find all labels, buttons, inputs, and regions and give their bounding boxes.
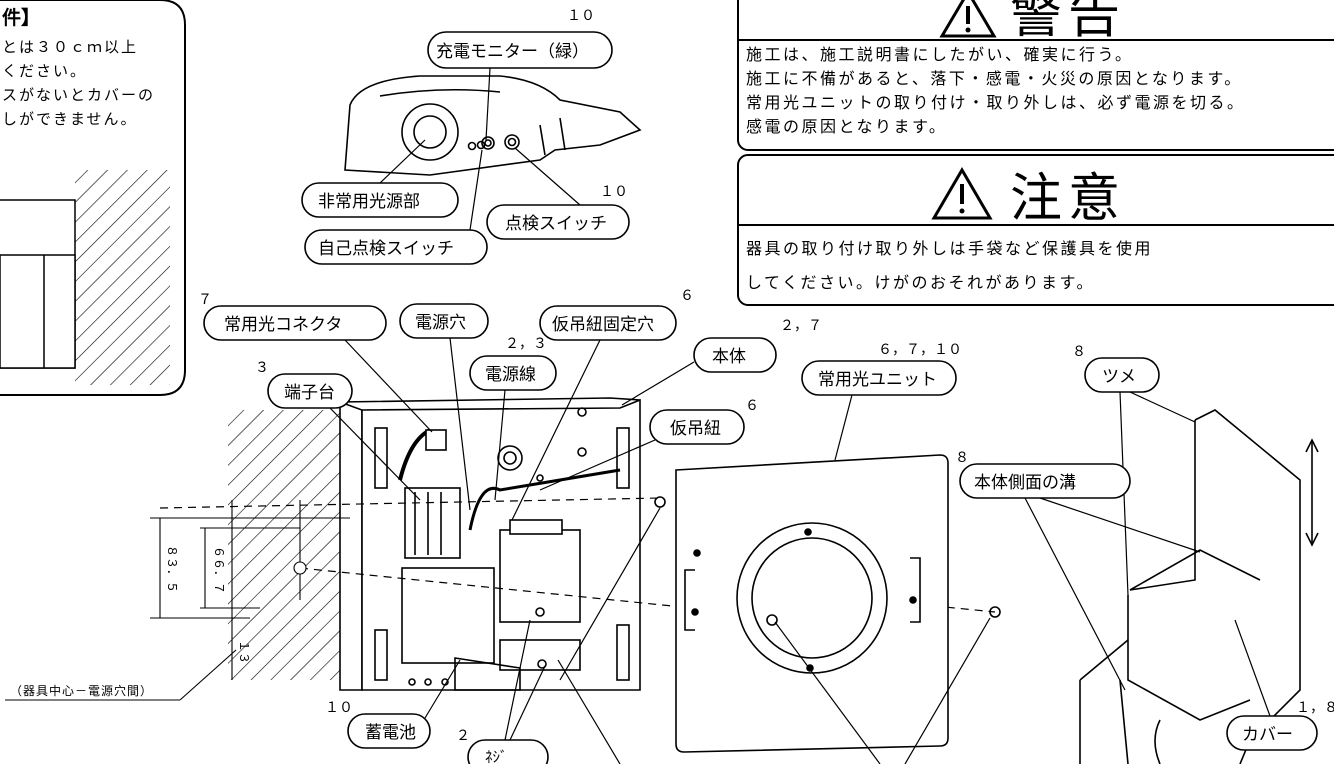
callout-cover: カバー [1226,619,1318,751]
dim-13: １３ [237,640,251,664]
warning-box: 警告 施工は、施工説明書にしたがい、確実に行う。 施工に不備があると、落下・感電… [737,0,1334,151]
ref-10c: １０ [325,700,353,716]
callout-temp-cord-hole: 仮吊紐固定穴 [511,305,677,521]
wall-hatch [75,170,170,385]
caution-triangle-icon [931,167,993,220]
ref-1-8: １，８ [1296,700,1334,716]
svg-text:端子台: 端子台 [284,383,335,403]
screw-leaders [557,507,991,764]
callout-side-groove: 本体側面の溝 [959,463,1201,691]
ref-10b: １０ [600,184,628,200]
svg-text:常用光ユニット: 常用光ユニット [818,370,937,390]
caution-line-1: 器具の取り付け取り外しは手袋など保護具を使用 [746,239,1153,258]
callout-check-switch: 点検スイッチ [486,147,630,240]
ref-2-7: ２，７ [780,318,822,334]
ref-6a: ６ [680,288,694,304]
callout-power-line: 電源線 [469,355,557,501]
emergency-head-detail [344,75,642,176]
normal-unit-panel [654,454,1001,753]
callout-power-hole: 電源穴 [399,303,489,511]
svg-text:ツメ: ツメ [1102,367,1136,387]
condition-line-4: しができません。 [2,110,138,128]
svg-text:カバー: カバー [1242,725,1293,745]
ref-2: ２ [456,728,470,744]
svg-text:電源穴: 電源穴 [415,313,466,333]
callout-body: 本体 [621,337,777,406]
callout-terminal-block: 端子台 [267,373,421,501]
svg-text:自己点検スイッチ: 自己点検スイッチ [318,239,454,259]
dim-66-7: ６６．７ [212,546,226,594]
svg-text:仮吊紐固定穴: 仮吊紐固定穴 [552,315,654,335]
callout-screw-partial: ﾈｼﾞ [467,619,549,764]
caution-title: 注意 [1010,169,1126,229]
caution-line-2: してください。けがのおそれがあります。 [746,273,1095,292]
ref-2-3: ２，３ [505,336,547,352]
condition-line-1: とは３０ｃｍ以上 [2,38,138,56]
svg-text:本体: 本体 [712,347,746,367]
dimension-lines [5,500,350,701]
svg-text:非常用光源部: 非常用光源部 [318,192,420,212]
condition-line-2: ください。 [2,62,87,80]
warning-line-2: 施工に不備があると、落下・感電・火災の原因となります。 [746,69,1243,88]
svg-text:蓄電池: 蓄電池 [365,723,416,743]
callout-self-check-switch: 自己点検スイッチ [304,149,488,265]
warning-triangle-icon [939,0,997,38]
svg-text:常用光コネクタ: 常用光コネクタ [224,315,342,335]
ref-8a: ８ [1072,344,1086,360]
ceiling-hatch [228,410,353,680]
ref-10a: １０ [567,8,595,24]
callout-charge-monitor: 充電モニター（緑） [427,31,613,141]
callout-battery: 蓄電池 [347,659,461,749]
condition-box: 件】 とは３０ｃｍ以上 ください。 スがないとカバーの しができません。 [0,0,186,396]
ref-8b: ８ [955,450,969,466]
ref-6-7-10: ６，７，１０ [878,342,962,358]
condition-title: 件】 [2,6,40,29]
dim-83-5: ８３．５ [165,545,179,593]
main-body [339,397,641,691]
ref-6b: ６ [745,398,759,414]
callout-temp-cord: 仮吊紐 [539,409,745,491]
dim-note: （器具中心－電源穴間） [10,683,153,698]
ref-3: ３ [255,360,269,376]
svg-text:充電モニター（緑）: 充電モニター（緑） [436,42,589,62]
callout-emergency-light: 非常用光源部 [301,139,459,218]
svg-text:ﾈｼﾞ: ﾈｼﾞ [485,748,508,764]
caution-box: 注意 器具の取り付け取り外しは手袋など保護具を使用 してください。けがのおそれが… [737,154,1334,306]
warning-line-3: 常用光ユニットの取り付け・取り外しは、必ず電源を切る。 [746,93,1246,112]
warning-line-1: 施工は、施工説明書にしたがい、確実に行う。 [746,45,1134,64]
warning-line-4: 感電の原因となります。 [746,117,947,136]
warning-title: 警告 [1010,0,1126,45]
svg-text:点検スイッチ: 点検スイッチ [505,214,607,234]
condition-line-3: スがないとカバーの [2,86,155,104]
svg-text:電源線: 電源線 [485,365,536,385]
svg-text:本体側面の溝: 本体側面の溝 [974,473,1076,493]
callout-normal-unit: 常用光ユニット [801,360,957,461]
cover-part [1079,409,1319,764]
ref-7: ７ [198,292,212,308]
svg-text:仮吊紐: 仮吊紐 [670,419,721,439]
callout-normal-connector: 常用光コネクタ [203,305,433,433]
